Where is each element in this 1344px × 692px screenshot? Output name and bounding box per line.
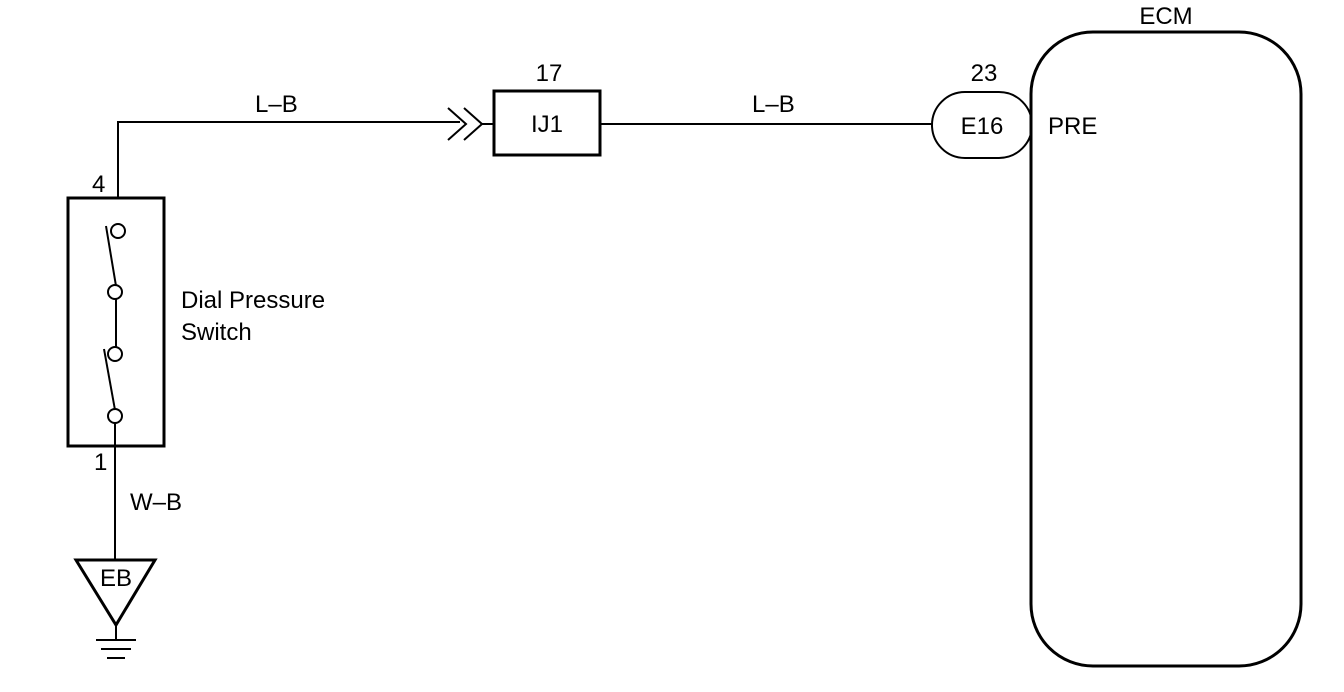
ecm-connector: E16 23 bbox=[931, 60, 1033, 159]
ecm-label: ECM bbox=[1139, 3, 1192, 30]
ecm-connector-label: E16 bbox=[961, 113, 1004, 140]
switch-name-line1: Dial Pressure bbox=[181, 287, 325, 314]
wire-label-switch-junction: L–B bbox=[255, 91, 298, 118]
junction-pin: 17 bbox=[536, 60, 563, 87]
wire-switch-to-junction bbox=[117, 121, 460, 228]
wire-label-junction-ecm: L–B bbox=[752, 91, 795, 118]
junction-label: IJ1 bbox=[531, 111, 563, 138]
ground-label: EB bbox=[100, 565, 132, 592]
dial-pressure-switch: 4 1 Dial Pressure Switch bbox=[66, 171, 325, 476]
wire-label-switch-ground: W–B bbox=[130, 489, 182, 516]
ecm-unit: ECM PRE bbox=[1029, 3, 1303, 668]
switch-pin-top: 4 bbox=[92, 171, 105, 198]
ground-point: EB bbox=[73, 558, 158, 659]
ecm-connector-pin: 23 bbox=[971, 60, 998, 87]
junction-connector: IJ1 17 bbox=[492, 60, 602, 157]
switch-name-line2: Switch bbox=[181, 319, 252, 346]
switch-pin-bottom: 1 bbox=[94, 449, 107, 476]
ecm-terminal-name: PRE bbox=[1048, 113, 1097, 140]
inline-connector-chevrons bbox=[447, 107, 494, 141]
